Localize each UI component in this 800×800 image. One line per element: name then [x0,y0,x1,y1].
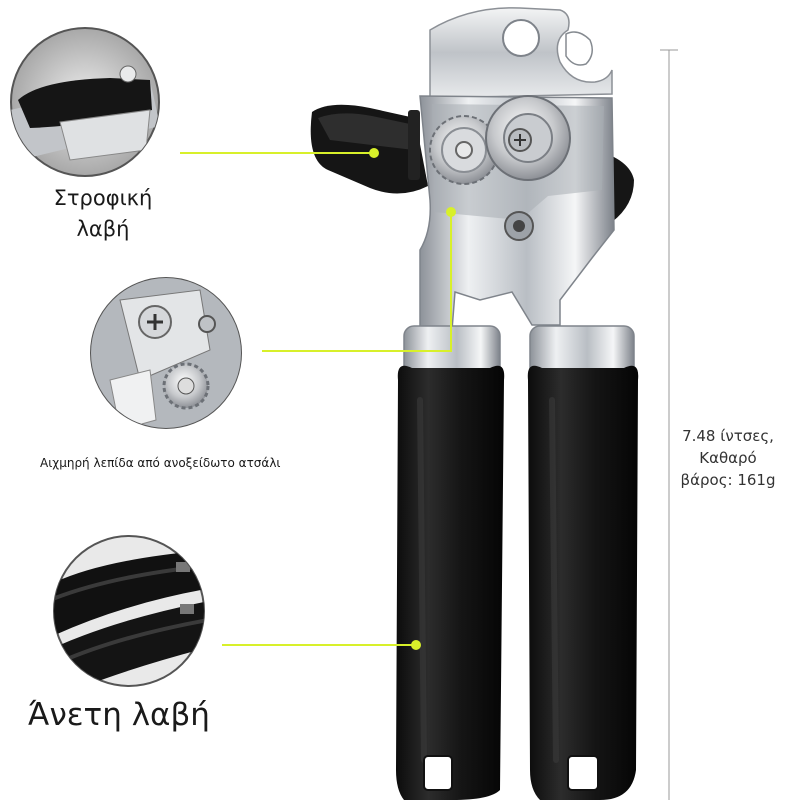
dimension-line [660,49,678,800]
callout-dots [369,148,456,650]
gear-wheel [429,115,499,185]
comfort-grip-label: Άνετη λαβή [28,697,210,733]
callout-lines [180,152,452,646]
size-weight-spec: 7.48 ίντσες, Καθαρό βάρος: 161g [676,425,780,491]
can-opener-product [310,7,639,800]
swivel-handle-label-line2: λαβή [76,217,130,241]
spec-line-3: βάρος: 161g [680,471,776,489]
swivel-handle-label: Στροφική λαβή [28,183,178,245]
blade-detail [90,277,242,429]
swivel-handle-label-line1: Στροφική [53,186,153,210]
cutting-wheel [485,95,571,181]
grip-detail [53,535,205,687]
swivel-handle-detail [10,27,160,177]
blade-label: Αιχμηρή λεπίδα από ανοξείδωτο ατσάλι [40,456,281,470]
spec-line-2: Καθαρό [699,449,757,467]
spec-line-1: 7.48 ίντσες, [682,427,774,445]
